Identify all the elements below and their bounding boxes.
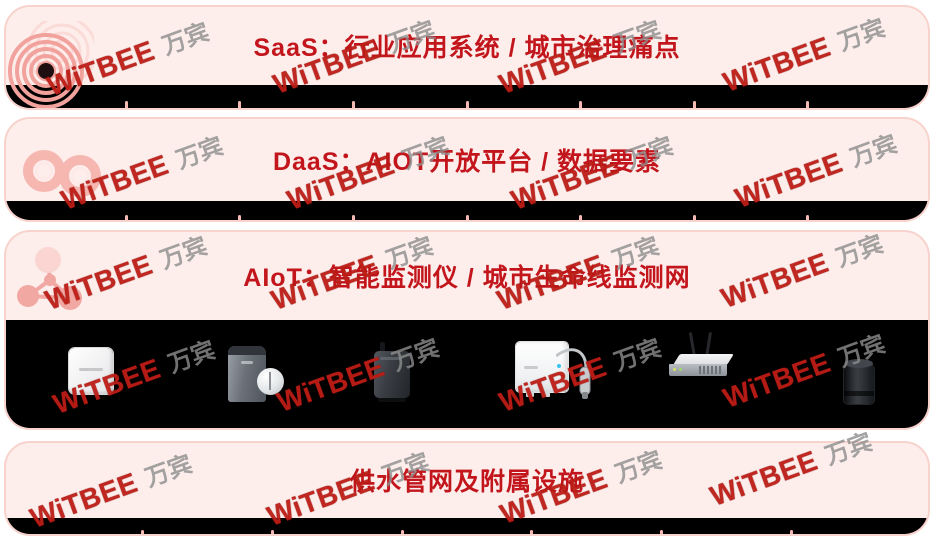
segment-divider <box>124 101 128 108</box>
segment-divider <box>660 530 664 534</box>
band-daas-body <box>6 200 928 221</box>
router-front <box>669 363 727 376</box>
segment-slot <box>274 518 401 535</box>
segment-divider <box>124 214 128 220</box>
band-daas-segments <box>6 201 928 221</box>
segment-slot <box>355 85 466 109</box>
status-led <box>557 363 561 368</box>
probe-ball <box>257 367 284 395</box>
band-aiot: AIoT：智能监测仪 / 城市生命线监测网 <box>4 230 930 430</box>
segment-slot <box>404 518 531 535</box>
segment-slot <box>793 518 920 535</box>
segment-slot <box>582 201 693 221</box>
router-top <box>673 353 734 365</box>
segment-divider <box>806 214 810 220</box>
band-saas-segments <box>6 85 928 109</box>
segment-divider <box>579 101 583 108</box>
segment-slot <box>128 85 239 109</box>
segment-divider <box>270 530 274 534</box>
band-pipeline: 供水管网及附属设施 <box>4 441 930 536</box>
segment-slot <box>696 201 807 221</box>
cylinder-body <box>844 358 874 404</box>
segment-divider <box>806 101 810 108</box>
segment-slot <box>241 201 352 221</box>
segment-slot <box>14 518 141 535</box>
band-aiot-title: AIoT：智能监测仪 / 城市生命线监测网 <box>243 263 691 292</box>
segment-divider <box>530 530 534 534</box>
tower-monitor-with-probe-ball-image <box>228 345 284 404</box>
band-pipeline-body <box>6 517 928 535</box>
segment-divider <box>790 530 794 534</box>
segment-divider <box>465 101 469 108</box>
band-saas-body <box>6 84 928 109</box>
segment-slot <box>241 85 352 109</box>
segment-divider <box>465 214 469 220</box>
band-pipeline-title: 供水管网及附属设施 <box>349 468 584 497</box>
segment-divider <box>351 101 355 108</box>
segment-slot <box>14 85 125 109</box>
cable-probe-icon <box>556 347 591 399</box>
segment-slot <box>663 518 790 535</box>
segment-slot <box>582 85 693 109</box>
segment-divider <box>238 214 242 220</box>
segment-slot <box>696 85 807 109</box>
segment-divider <box>579 214 583 220</box>
device-row <box>6 320 928 429</box>
band-saas-title: SaaS：行业应用系统 / 城市治理痛点 <box>253 33 681 62</box>
segment-slot <box>469 201 580 221</box>
band-aiot-body <box>6 319 928 429</box>
segment-slot <box>355 201 466 221</box>
wall-mounted-monitor-image <box>69 347 113 394</box>
segment-divider <box>692 101 696 108</box>
segment-divider <box>692 214 696 220</box>
segment-slot <box>533 518 660 535</box>
band-daas: DaaS：AIOT开放平台 / 数据要素 <box>4 117 930 222</box>
band-daas-title: DaaS：AIOT开放平台 / 数据要素 <box>272 147 662 176</box>
monitor-box <box>374 350 410 398</box>
segment-slot <box>128 201 239 221</box>
wireless-gateway-router-image <box>669 331 734 394</box>
segment-slot <box>809 85 920 109</box>
segment-slot <box>144 518 271 535</box>
compact-monitor-with-antenna-image <box>374 341 412 402</box>
segment-divider <box>238 101 242 108</box>
segment-slot <box>469 85 580 109</box>
band-saas: SaaS：行业应用系统 / 城市治理痛点 <box>4 5 930 110</box>
antenna-stub <box>380 341 385 354</box>
segment-divider <box>400 530 404 534</box>
segment-divider <box>140 530 144 534</box>
cylindrical-sensor-image <box>844 358 874 404</box>
monitor-with-cable-probe-image <box>516 340 592 404</box>
segment-slot <box>14 201 125 221</box>
band-pipeline-segments <box>6 518 928 535</box>
segment-divider <box>351 214 355 220</box>
monitor-feet <box>378 397 406 402</box>
segment-slot <box>809 201 920 221</box>
